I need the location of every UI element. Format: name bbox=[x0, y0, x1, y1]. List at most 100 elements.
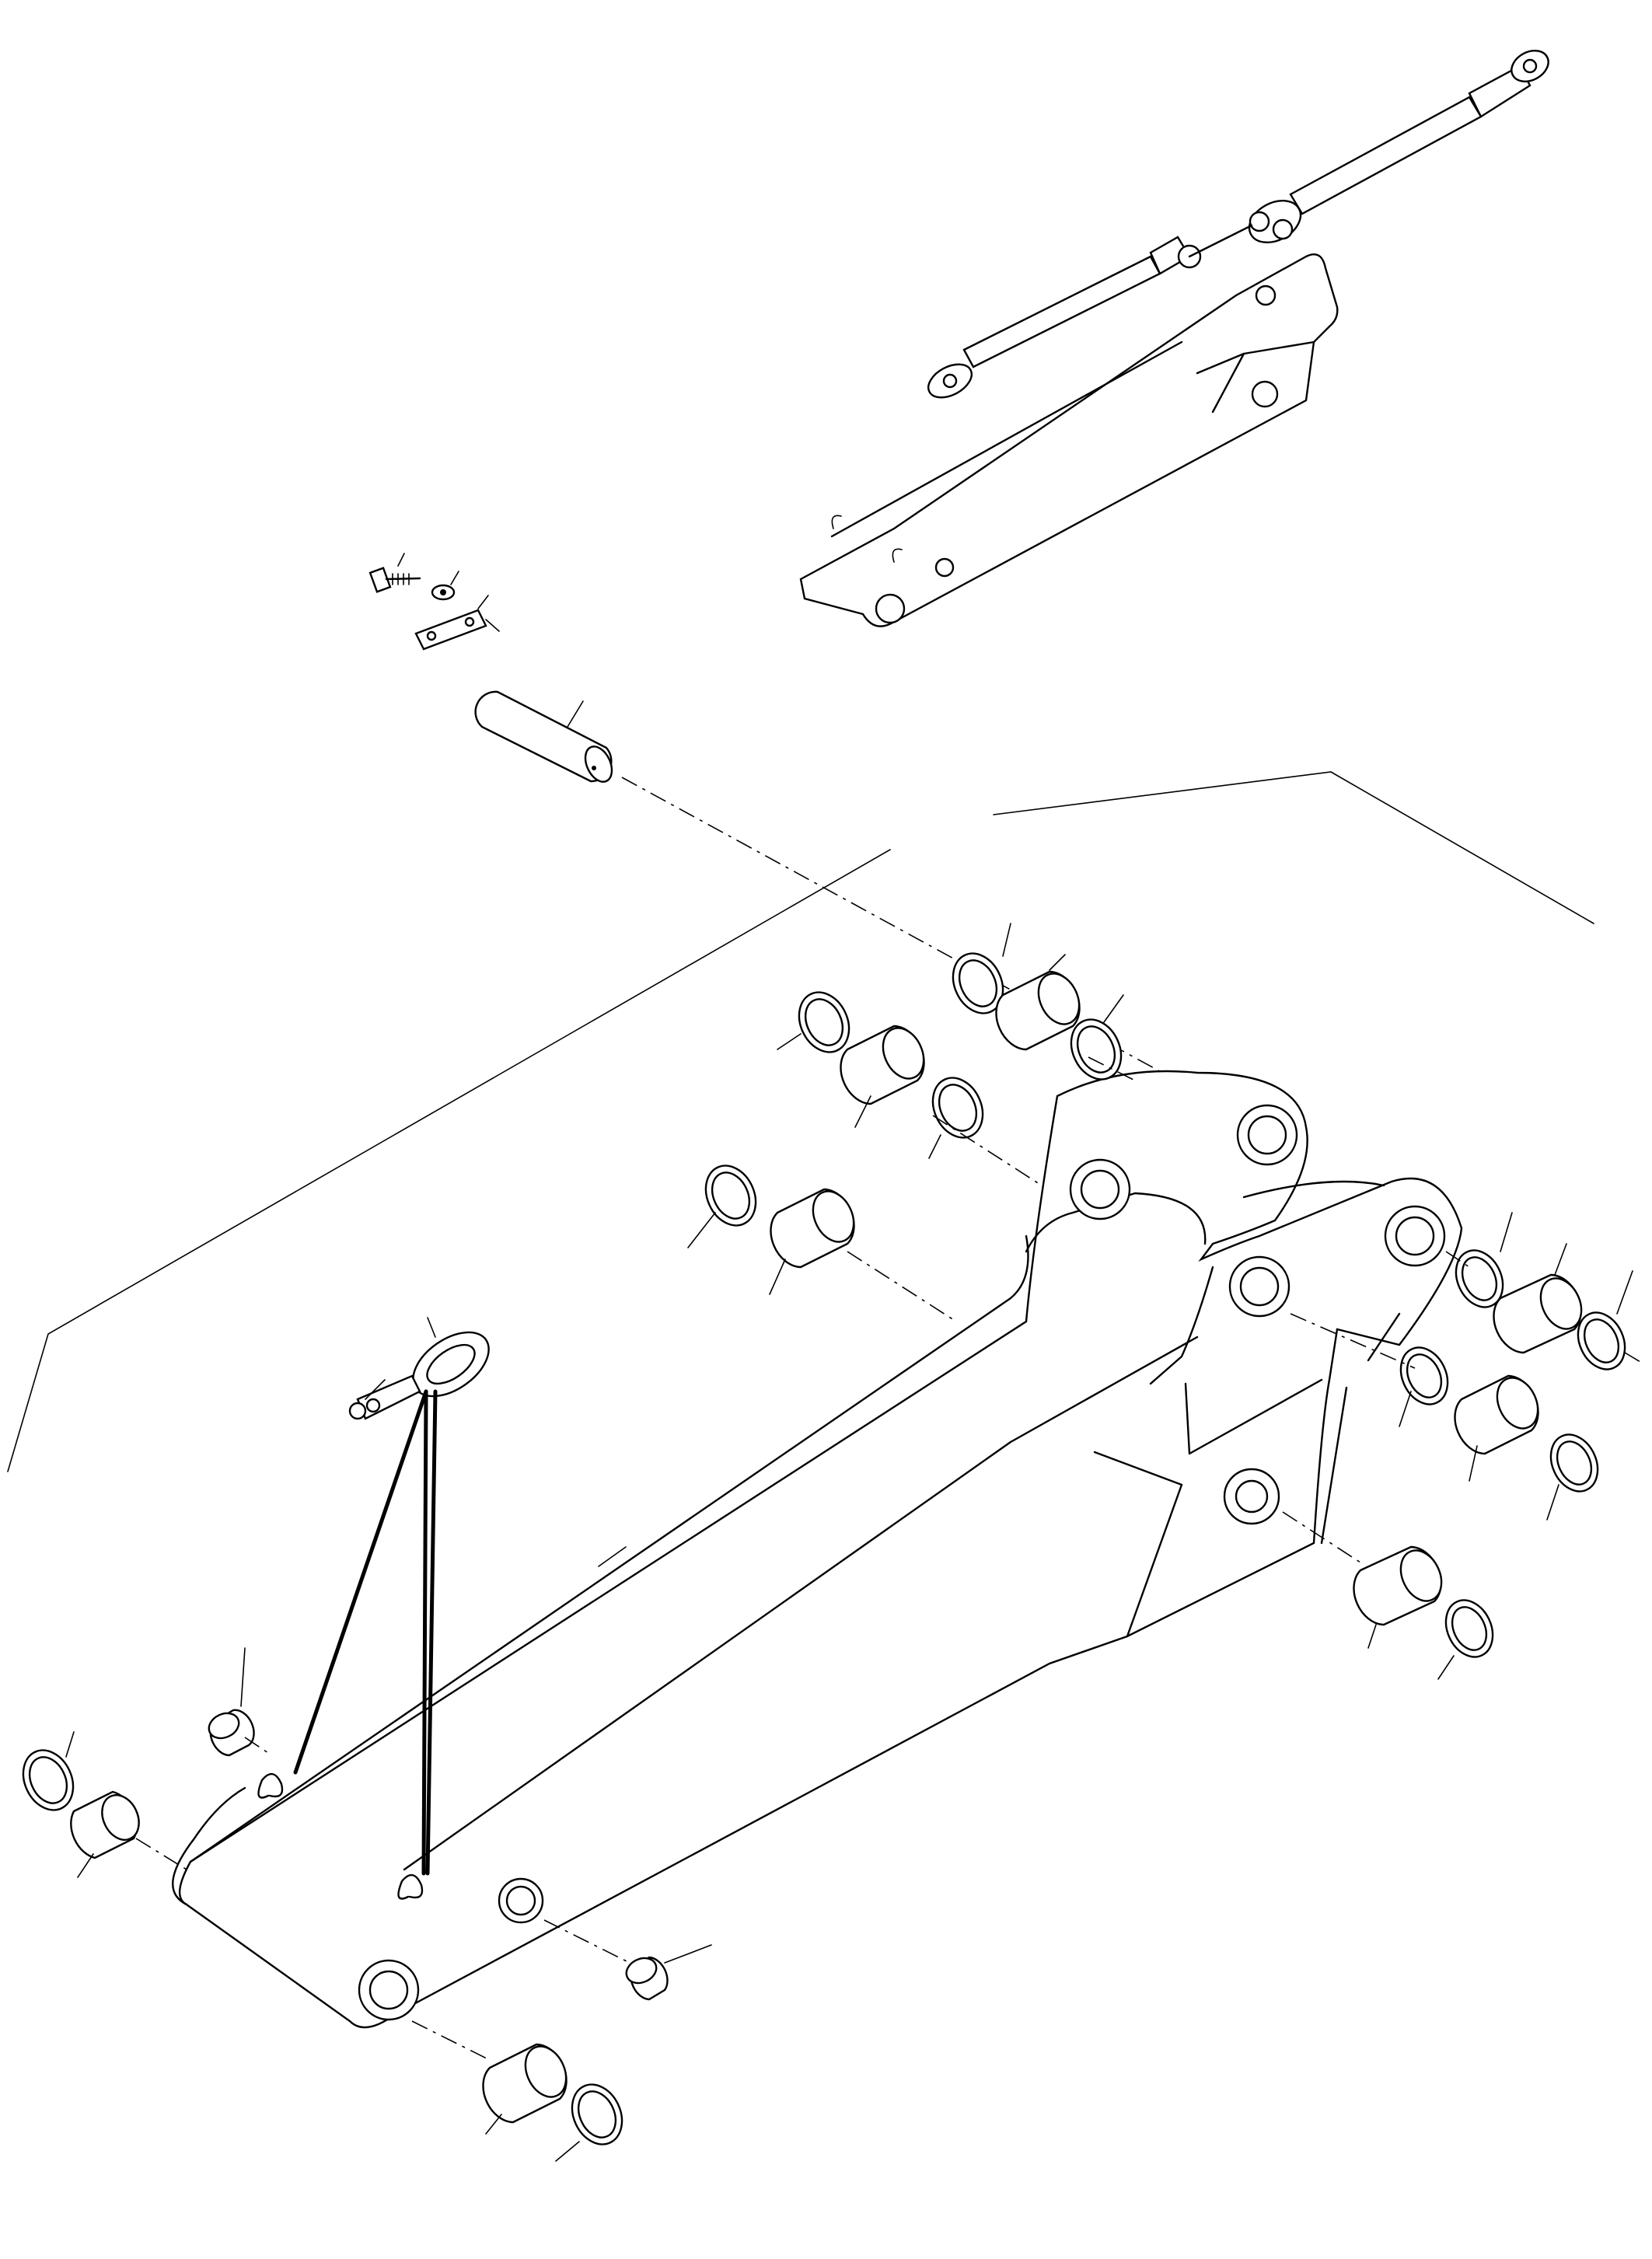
boom-cylinders-subassembly bbox=[799, 50, 1549, 627]
shim-ring-inner bbox=[804, 998, 844, 1046]
boom-front-curve bbox=[172, 1786, 246, 1906]
boom-pin-hole bbox=[1255, 285, 1277, 306]
bolt-thread bbox=[392, 573, 410, 585]
shim-ring-inner bbox=[28, 1756, 68, 1804]
leader-line bbox=[777, 1033, 802, 1050]
leader-line bbox=[65, 1731, 75, 1758]
leader-line bbox=[854, 1095, 871, 1128]
bushing-bore bbox=[101, 1794, 140, 1841]
axis-line bbox=[1445, 1251, 1470, 1268]
bolt bbox=[368, 553, 421, 593]
boom-boss-bore bbox=[1395, 1216, 1435, 1256]
axis-line bbox=[244, 1737, 269, 1754]
clevis-pin bbox=[1272, 218, 1294, 240]
hook-loop bbox=[257, 1773, 284, 1799]
clevis-pin bbox=[1249, 211, 1270, 232]
boom-structure bbox=[172, 1070, 1463, 2029]
pin-end-face bbox=[584, 745, 613, 783]
boom-outline bbox=[178, 1070, 1463, 2029]
plate-hole bbox=[426, 630, 437, 641]
shim-ring-inner bbox=[1461, 1256, 1498, 1301]
leader-line bbox=[1500, 1212, 1513, 1252]
leader-line bbox=[1546, 1484, 1559, 1521]
bushings-and-rings bbox=[22, 952, 1641, 2146]
bushing-flange bbox=[625, 1957, 658, 1985]
link-rod bbox=[1188, 224, 1253, 258]
lock-washer bbox=[431, 571, 459, 601]
sling-line bbox=[421, 1389, 428, 1876]
small-boom-body bbox=[799, 253, 1339, 627]
shim-ring-inner bbox=[1556, 1440, 1593, 1486]
leader-line bbox=[1049, 954, 1066, 971]
leader-line bbox=[769, 1259, 786, 1295]
axis-line bbox=[543, 1919, 630, 1964]
leader-line bbox=[240, 1647, 246, 1707]
boom-web-line bbox=[403, 1335, 1199, 1871]
boom-web-line bbox=[1149, 1266, 1214, 1385]
axis-line bbox=[411, 2020, 491, 2061]
boom-boss-bore bbox=[368, 1970, 409, 2010]
shim-ring-inner bbox=[1451, 1606, 1488, 1651]
axis-line bbox=[1624, 1352, 1641, 1363]
hook-loop bbox=[831, 515, 842, 529]
boom-boss-bore bbox=[1235, 1479, 1269, 1514]
bushing-bore bbox=[1496, 1377, 1539, 1430]
leader-line bbox=[1616, 1270, 1633, 1315]
leader-line bbox=[664, 1944, 712, 1964]
bushing-bore bbox=[524, 2045, 568, 2098]
washer-hole bbox=[440, 589, 446, 595]
boom-boss-bore bbox=[1080, 1169, 1120, 1210]
axis-line bbox=[1282, 1511, 1361, 1563]
axis-line bbox=[847, 1251, 957, 1322]
leader-line bbox=[77, 1853, 94, 1878]
leader-line bbox=[477, 595, 489, 609]
bushing-bore bbox=[812, 1190, 855, 1243]
bracket-line bbox=[993, 771, 1594, 924]
boom-boss-bore bbox=[1247, 1115, 1287, 1155]
shim-ring-inner bbox=[958, 959, 998, 1007]
rod-eye-hole bbox=[942, 373, 958, 389]
shackle-pin bbox=[365, 1398, 381, 1413]
pin-cross-hole bbox=[592, 766, 596, 770]
plate-body bbox=[414, 609, 487, 651]
leader-line bbox=[450, 571, 459, 585]
boom-web-line bbox=[1320, 1386, 1348, 1545]
rod-eye-hole bbox=[1522, 58, 1538, 74]
leader-lines bbox=[65, 923, 1633, 2162]
leader-line bbox=[1469, 1445, 1478, 1482]
axis-line bbox=[135, 1838, 187, 1870]
shim-ring-inner bbox=[577, 2090, 617, 2139]
leader-line bbox=[365, 1379, 386, 1400]
leader-line bbox=[567, 700, 584, 728]
leader-line bbox=[1103, 994, 1124, 1023]
boom-web-line bbox=[1093, 1451, 1183, 1638]
leader-line bbox=[555, 2141, 580, 2162]
cylinder-barrel bbox=[962, 255, 1161, 368]
shim-ring-inner bbox=[938, 1084, 978, 1132]
shim-ring-inner bbox=[711, 1171, 751, 1220]
leader-line bbox=[687, 1212, 716, 1248]
leader-line bbox=[485, 619, 500, 632]
lock-plate bbox=[414, 595, 500, 651]
lock-plate-hardware bbox=[368, 553, 500, 651]
shim-ring-inner bbox=[1406, 1353, 1443, 1398]
leader-line bbox=[598, 1546, 627, 1567]
boom-edge-line bbox=[830, 340, 1183, 538]
leader-line bbox=[928, 1134, 941, 1159]
leader-line bbox=[1399, 1391, 1412, 1427]
leader-line bbox=[1002, 923, 1011, 957]
boom-pin-hole bbox=[1251, 380, 1279, 408]
boom-edge-line bbox=[1211, 352, 1245, 414]
leader-line bbox=[1367, 1624, 1377, 1649]
boom-web-line bbox=[1184, 1378, 1323, 1455]
leader-line bbox=[427, 1317, 436, 1338]
leader-line bbox=[1554, 1243, 1567, 1276]
axis-line bbox=[1290, 1313, 1416, 1369]
lifting-ring-inner bbox=[426, 1343, 476, 1385]
bushing-bore bbox=[882, 1027, 925, 1080]
axis-line bbox=[932, 1115, 1043, 1186]
boom-web-line bbox=[1367, 1312, 1401, 1362]
pin-body bbox=[474, 690, 613, 783]
